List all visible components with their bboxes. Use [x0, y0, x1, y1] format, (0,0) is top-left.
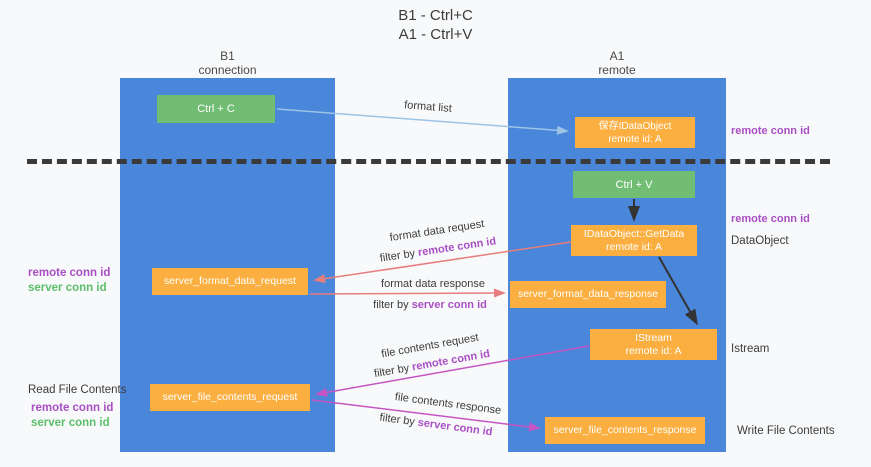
edge-label-format-list: format list [403, 99, 453, 115]
node-istream-line1: IStream [635, 331, 672, 344]
node-server-file-contents-response-label: server_file_contents_response [553, 424, 697, 436]
edge-label-filter-server-1: filter by server conn id [373, 299, 487, 311]
node-server-file-contents-request-label: server_file_contents_request [162, 391, 298, 403]
filter-by-text-3: filter by [373, 361, 414, 381]
node-server-format-data-request: server_format_data_request [152, 268, 308, 295]
lane-b1-name: B1 [220, 49, 235, 63]
write-file-contents-label: Write File Contents [737, 425, 835, 437]
node-save-idataobject-line1: 保存IDataObject [598, 120, 672, 132]
remote-conn-id-text-1: remote conn id [417, 235, 497, 259]
server-conn-id-text-2: server conn id [417, 416, 494, 439]
right-remote-conn-id-mid: remote conn id [731, 213, 810, 225]
node-idataobject-getdata: IDataObject::GetData remote id: A [571, 225, 697, 256]
left-remote-conn-id-bottom: remote conn id [31, 402, 114, 414]
node-server-format-data-request-label: server_format_data_request [164, 275, 296, 287]
arrow-format-data-response [309, 288, 506, 298]
istream-label: Istream [731, 343, 770, 355]
left-server-conn-id-bottom: server conn id [31, 417, 110, 429]
lane-b1-subtitle: connection [198, 63, 257, 77]
left-server-conn-id-top: server conn id [28, 282, 107, 294]
node-server-file-contents-response: server_file_contents_response [545, 417, 705, 444]
node-server-format-data-response-label: server_format_data_response [517, 288, 659, 300]
node-ctrl-v: Ctrl + V [573, 171, 695, 198]
dataobject-label: DataObject [731, 235, 789, 247]
filter-by-text-2: filter by [373, 299, 412, 311]
node-istream: IStream remote id: A [590, 329, 717, 360]
node-getdata-line2: remote id: A [605, 240, 663, 253]
lane-header-b1: B1 connection [120, 49, 335, 77]
left-conn-id-group-bottom: remote conn id server conn id [31, 401, 113, 431]
left-conn-id-group-top: remote conn id server conn id [28, 266, 110, 296]
node-ctrl-c-label: Ctrl + C [197, 103, 235, 115]
title-line-2: A1 - Ctrl+V [398, 26, 473, 43]
node-save-idataobject-line2: remote id: A [608, 133, 662, 145]
read-file-contents-label: Read File Contents [28, 384, 127, 396]
left-remote-conn-id-top: remote conn id [28, 267, 111, 279]
lane-header-a1: A1 remote [508, 49, 726, 77]
node-server-format-data-response: server_format_data_response [510, 281, 666, 308]
right-remote-conn-id-top: remote conn id [731, 125, 810, 137]
node-ctrl-v-label: Ctrl + V [615, 178, 653, 191]
server-conn-id-text-1: server conn id [411, 299, 487, 311]
node-getdata-line1: IDataObject::GetData [583, 227, 685, 240]
diagram-title: B1 - Ctrl+C A1 - Ctrl+V [0, 6, 871, 44]
edge-label-file-contents-response: file contents response [394, 391, 502, 417]
node-server-file-contents-request: server_file_contents_request [150, 384, 310, 411]
node-ctrl-c: Ctrl + C [157, 95, 275, 123]
node-save-idataobject: 保存IDataObject remote id: A [575, 117, 695, 148]
node-istream-line2: remote id: A [625, 344, 682, 357]
lane-a1-name: A1 [609, 49, 625, 63]
edge-label-format-data-response: format data response [381, 278, 485, 290]
edge-label-filter-server-2: filter by server conn id [379, 412, 493, 439]
lane-a1-subtitle: remote [598, 63, 636, 77]
title-line-1: B1 - Ctrl+C [398, 7, 473, 24]
filter-by-text-4: filter by [378, 411, 419, 429]
phase-divider-dashed-line [27, 159, 830, 164]
filter-by-text-1: filter by [379, 247, 419, 265]
